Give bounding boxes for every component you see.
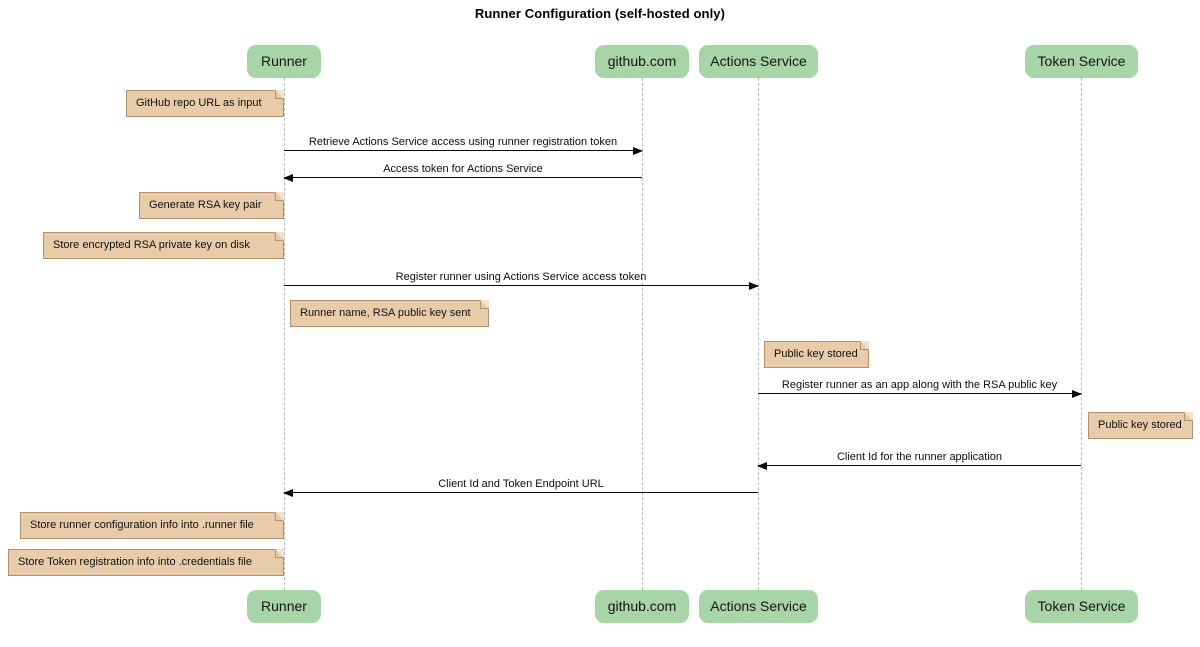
message-label: Register runner using Actions Service ac… — [395, 271, 647, 283]
participant-token-top[interactable]: Token Service — [1025, 45, 1138, 78]
diagram-title: Runner Configuration (self-hosted only) — [474, 6, 726, 21]
note-n7: Store runner configuration info into .ru… — [20, 512, 284, 539]
message-label: Client Id for the runner application — [836, 451, 1003, 463]
lifeline-actions — [758, 78, 759, 590]
participant-actions-bottom[interactable]: Actions Service — [699, 590, 818, 623]
message-m3: Register runner using Actions Service ac… — [284, 271, 759, 290]
arrow-head-icon — [633, 147, 643, 155]
message-label: Retrieve Actions Service access using ru… — [308, 136, 618, 148]
message-m5: Client Id for the runner application — [757, 451, 1081, 470]
message-label: Client Id and Token Endpoint URL — [438, 478, 604, 490]
message-m2: Access token for Actions Service — [283, 163, 642, 182]
arrow-head-icon — [1072, 390, 1082, 398]
arrow-head-icon — [283, 489, 293, 497]
participant-runner-bottom[interactable]: Runner — [247, 590, 321, 623]
participant-actions-top[interactable]: Actions Service — [699, 45, 818, 78]
message-m4: Register runner as an app along with the… — [758, 379, 1082, 398]
note-n6: Public key stored — [1088, 412, 1193, 439]
note-n8: Store Token registration info into .cred… — [8, 549, 284, 576]
note-n4: Runner name, RSA public key sent — [290, 300, 489, 327]
arrow-head-icon — [757, 462, 767, 470]
lifeline-github — [642, 78, 643, 590]
note-n3: Store encrypted RSA private key on disk — [43, 232, 284, 259]
message-m1: Retrieve Actions Service access using ru… — [284, 136, 643, 155]
note-n1: GitHub repo URL as input — [126, 90, 284, 117]
arrow-head-icon — [283, 174, 293, 182]
message-m6: Client Id and Token Endpoint URL — [283, 478, 758, 497]
note-n5: Public key stored — [764, 341, 869, 368]
lifeline-runner — [284, 78, 285, 590]
message-label: Register runner as an app along with the… — [781, 379, 1058, 391]
participant-runner-top[interactable]: Runner — [247, 45, 321, 78]
arrow-head-icon — [749, 282, 759, 290]
message-label: Access token for Actions Service — [383, 163, 543, 175]
participant-github-bottom[interactable]: github.com — [595, 590, 689, 623]
note-n2: Generate RSA key pair — [139, 192, 284, 219]
participant-github-top[interactable]: github.com — [595, 45, 689, 78]
participant-token-bottom[interactable]: Token Service — [1025, 590, 1138, 623]
lifeline-token — [1081, 78, 1082, 590]
